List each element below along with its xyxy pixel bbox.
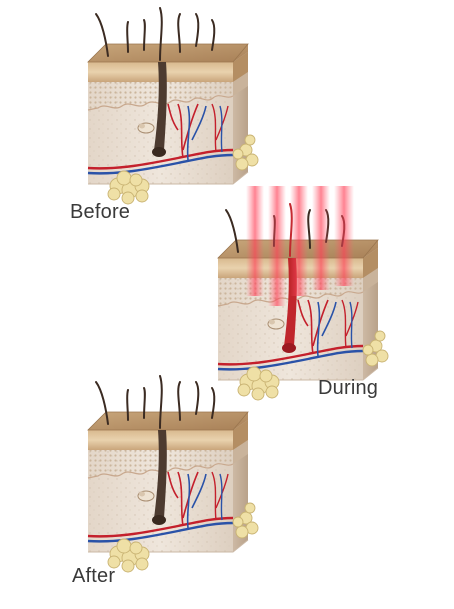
- hairs-after: [95, 375, 216, 429]
- label-after: After: [72, 565, 116, 587]
- label-before: Before: [70, 201, 131, 223]
- label-during: During: [318, 377, 379, 399]
- skin-diagram-before: [86, 7, 260, 206]
- skin-diagram-after: [86, 375, 260, 574]
- hairs-before: [95, 7, 216, 61]
- laser-beams: [246, 186, 354, 306]
